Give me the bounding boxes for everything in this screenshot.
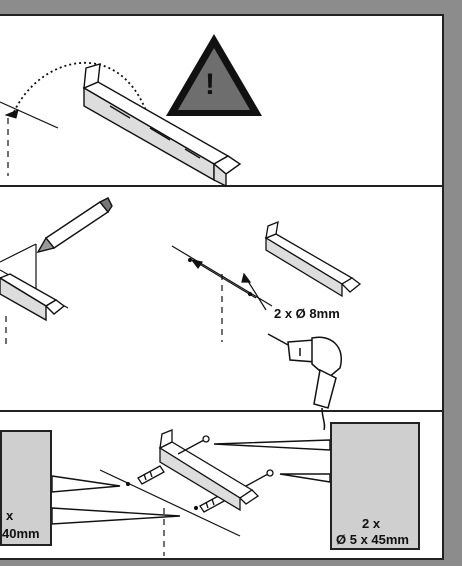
panel-2-right-lines	[171, 245, 273, 342]
right-box-quantity: 2 x	[362, 516, 381, 531]
divider-bottom	[0, 410, 442, 412]
panel-3-lines	[99, 469, 241, 556]
panel-1-guide-line	[0, 101, 59, 176]
bracket-icon	[82, 63, 242, 188]
left-box-size: 40mm	[2, 526, 40, 541]
divider-top	[0, 185, 442, 187]
wall-plug-left-icon	[137, 465, 165, 485]
right-box-size: Ø 5 x 45mm	[336, 532, 409, 547]
left-bracket-partial-icon	[0, 273, 66, 322]
mount-arrow-icon	[4, 62, 149, 119]
screw-spec-box-right: 2 x Ø 5 x 45mm	[330, 422, 420, 550]
screw-spec-box-left: x 40mm	[0, 430, 52, 546]
pencil-icon	[36, 197, 113, 254]
small-bracket-icon	[264, 220, 362, 298]
bracket-with-screws-icon	[158, 429, 274, 512]
pointer-callouts	[51, 439, 331, 525]
drill-icon	[267, 333, 343, 431]
bottom-margin	[0, 566, 462, 581]
drill-bit-label: 2 x Ø 8mm	[274, 306, 340, 321]
warning-triangle-icon	[166, 34, 262, 116]
left-box-quantity: x	[6, 508, 14, 523]
warning-symbol: !	[205, 68, 215, 101]
instruction-sheet: 2 x Ø 8mm x 40mm 2 x Ø 5 x 45mm !	[0, 14, 444, 560]
